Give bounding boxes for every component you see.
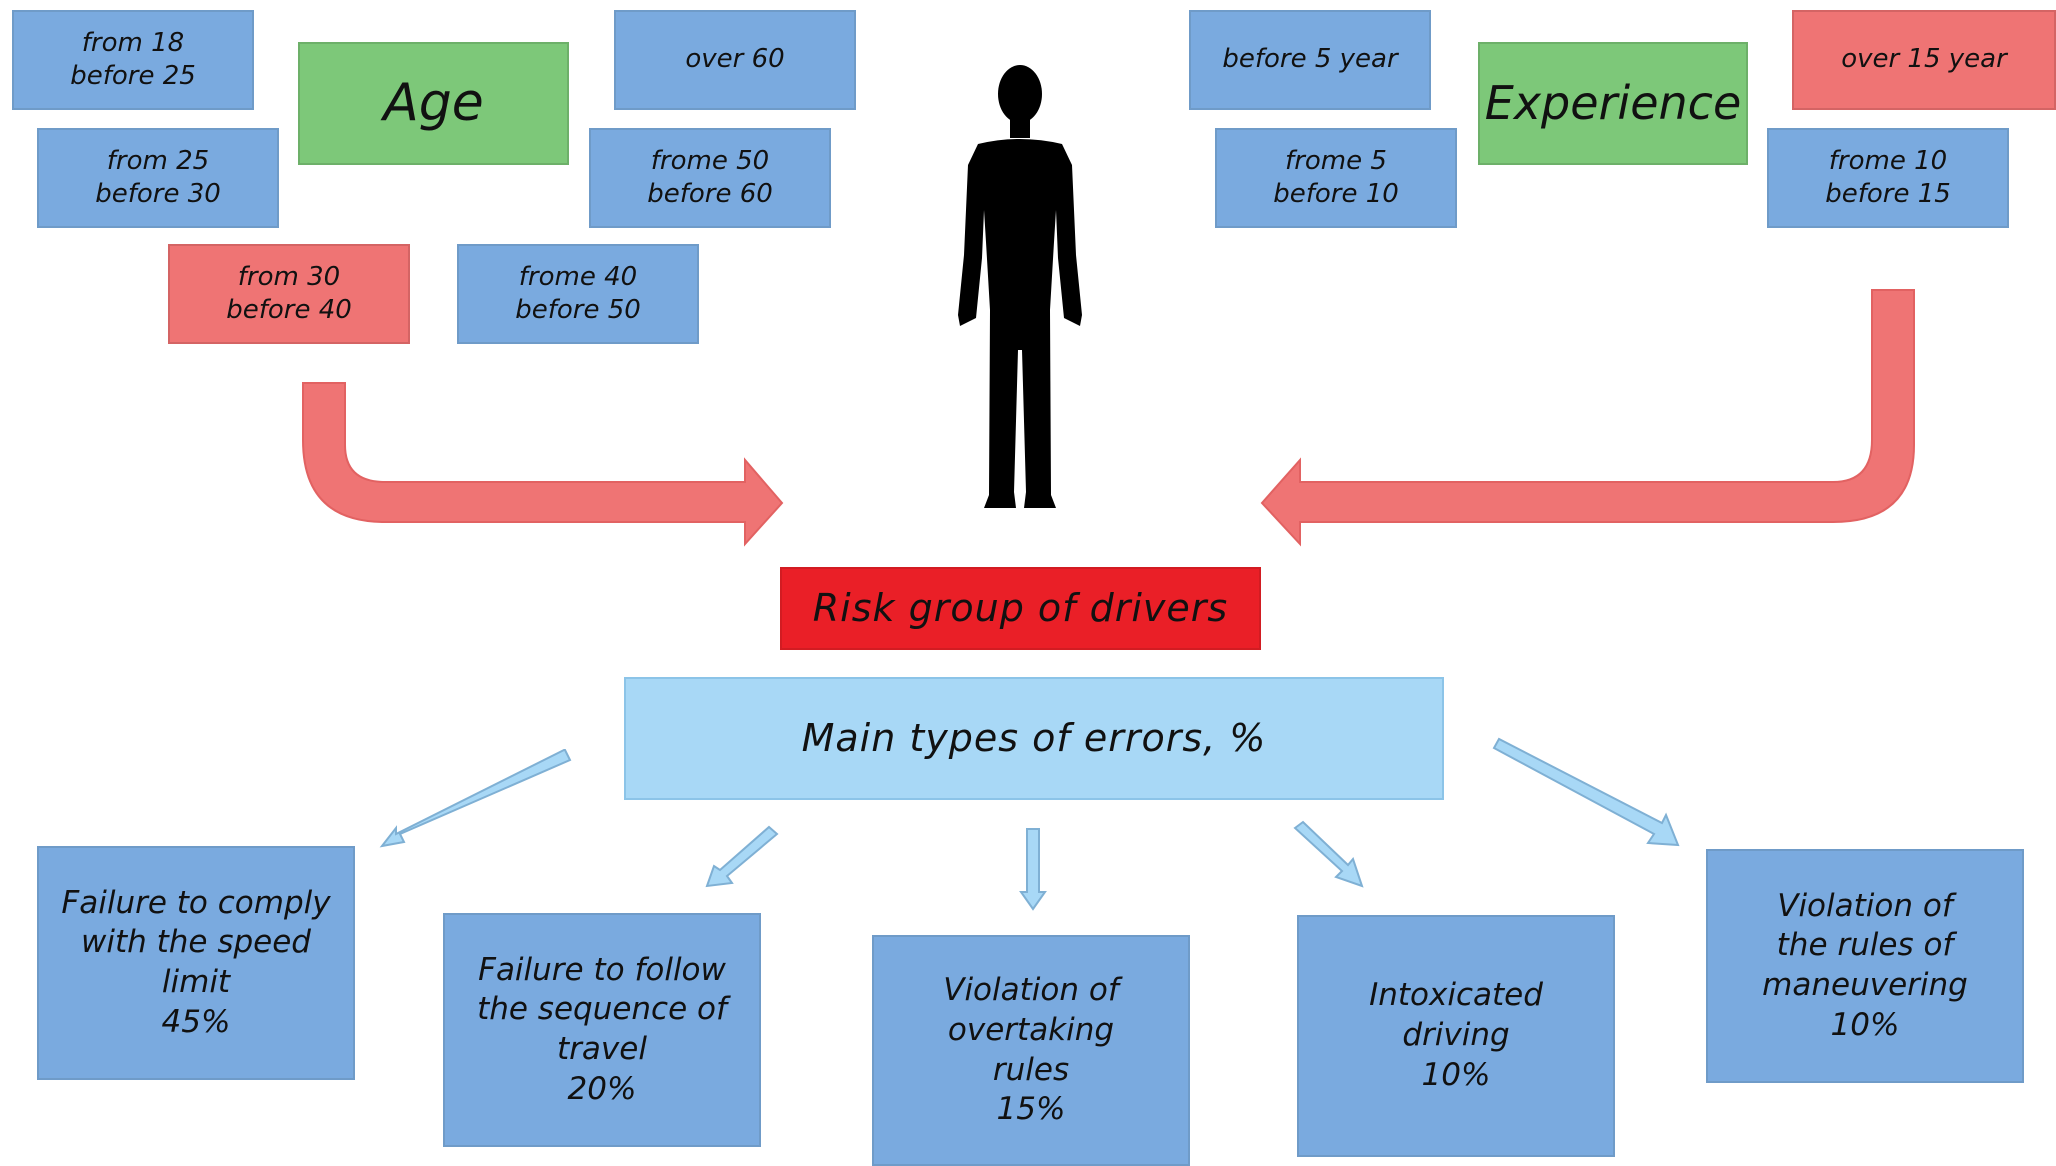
error-text-line: the rules of	[1776, 927, 1954, 964]
age-box-50-60: frome 50 before 60	[589, 128, 831, 228]
age-box-line2: before 25	[70, 61, 196, 91]
error-text-line: Failure to follow	[478, 951, 726, 988]
age-box-30-40: from 30 before 40	[168, 244, 410, 344]
error-sequence-box: Failure to follow the sequence of travel…	[443, 913, 761, 1147]
error-text-line: overtaking	[947, 1011, 1115, 1048]
arrow-to-error-3	[1019, 828, 1047, 911]
main-errors-box: Main types of errors, %	[624, 677, 1444, 800]
experience-box-5-10: frome 5 before 10	[1215, 128, 1457, 228]
error-percent: 45%	[161, 1003, 231, 1040]
error-text-line: Violation of	[943, 972, 1119, 1009]
age-box-25-30: from 25 before 30	[37, 128, 279, 228]
error-text-line: the sequence of	[477, 991, 727, 1028]
age-box-line1: from 25	[106, 145, 210, 176]
arrow-to-error-5	[1492, 737, 1680, 847]
risk-group-text: Risk group of drivers	[812, 586, 1229, 631]
age-box-line1: over 60	[685, 44, 785, 75]
experience-title: Experience	[1478, 42, 1748, 165]
experience-box-over-15: over 15 year	[1792, 10, 2056, 110]
error-percent: 10%	[1421, 1056, 1491, 1093]
error-overtaking-box: Violation of overtaking rules 15%	[872, 935, 1190, 1166]
age-box-line1: frome 50	[650, 145, 770, 176]
error-text-line: Violation of	[1777, 887, 1953, 924]
main-errors-text: Main types of errors, %	[801, 716, 1267, 761]
arrow-to-error-2	[705, 825, 779, 888]
error-text-line: with the speed	[80, 924, 311, 961]
error-text-line: Failure to comply	[61, 884, 331, 921]
error-text-line: maneuvering	[1762, 967, 1968, 1003]
age-box-line2: before 60	[647, 179, 773, 209]
experience-title-text: Experience	[1484, 76, 1742, 131]
experience-box-line2: before 15	[1825, 179, 1951, 209]
arrow-to-error-1	[379, 749, 572, 848]
error-percent: 10%	[1830, 1006, 1900, 1043]
experience-box-line1: frome 5	[1285, 145, 1387, 176]
experience-box-line1: over 15 year	[1841, 44, 2007, 75]
age-box-line1: from 30	[237, 261, 341, 292]
error-text-line: Intoxicated	[1369, 977, 1543, 1014]
age-box-line2: before 30	[95, 179, 221, 209]
age-title-text: Age	[383, 73, 484, 134]
age-box-line2: before 40	[226, 295, 352, 325]
age-box-40-50: frome 40 before 50	[457, 244, 699, 344]
error-percent: 20%	[567, 1070, 637, 1107]
arrow-to-error-4	[1293, 820, 1364, 888]
experience-box-line1: frome 10	[1828, 145, 1948, 176]
experience-box-before-5: before 5 year	[1189, 10, 1431, 110]
age-box-18-25: from 18 before 25	[12, 10, 254, 110]
error-text-line: travel	[557, 1031, 647, 1067]
age-box-over-60: over 60	[614, 10, 856, 110]
error-maneuvering-box: Violation of the rules of maneuvering 10…	[1706, 849, 2024, 1083]
experience-box-line1: before 5 year	[1222, 44, 1398, 75]
error-percent: 15%	[996, 1091, 1066, 1128]
error-intoxicated-box: Intoxicated driving 10%	[1297, 915, 1615, 1157]
age-title: Age	[298, 42, 569, 165]
experience-to-risk-arrow	[1260, 289, 1915, 547]
experience-box-10-15: frome 10 before 15	[1767, 128, 2009, 228]
age-box-line1: frome 40	[518, 261, 638, 292]
experience-box-line2: before 10	[1273, 179, 1399, 209]
age-box-line1: from 18	[81, 27, 185, 58]
age-to-risk-arrow	[302, 382, 784, 547]
risk-group-box: Risk group of drivers	[780, 567, 1261, 650]
error-speed-limit-box: Failure to comply with the speed limit 4…	[37, 846, 355, 1080]
age-box-line2: before 50	[515, 295, 641, 325]
error-text-line: limit	[161, 964, 231, 1000]
error-text-line: rules	[992, 1051, 1070, 1088]
person-silhouette-icon	[958, 65, 1082, 508]
error-text-line: driving	[1402, 1017, 1510, 1054]
